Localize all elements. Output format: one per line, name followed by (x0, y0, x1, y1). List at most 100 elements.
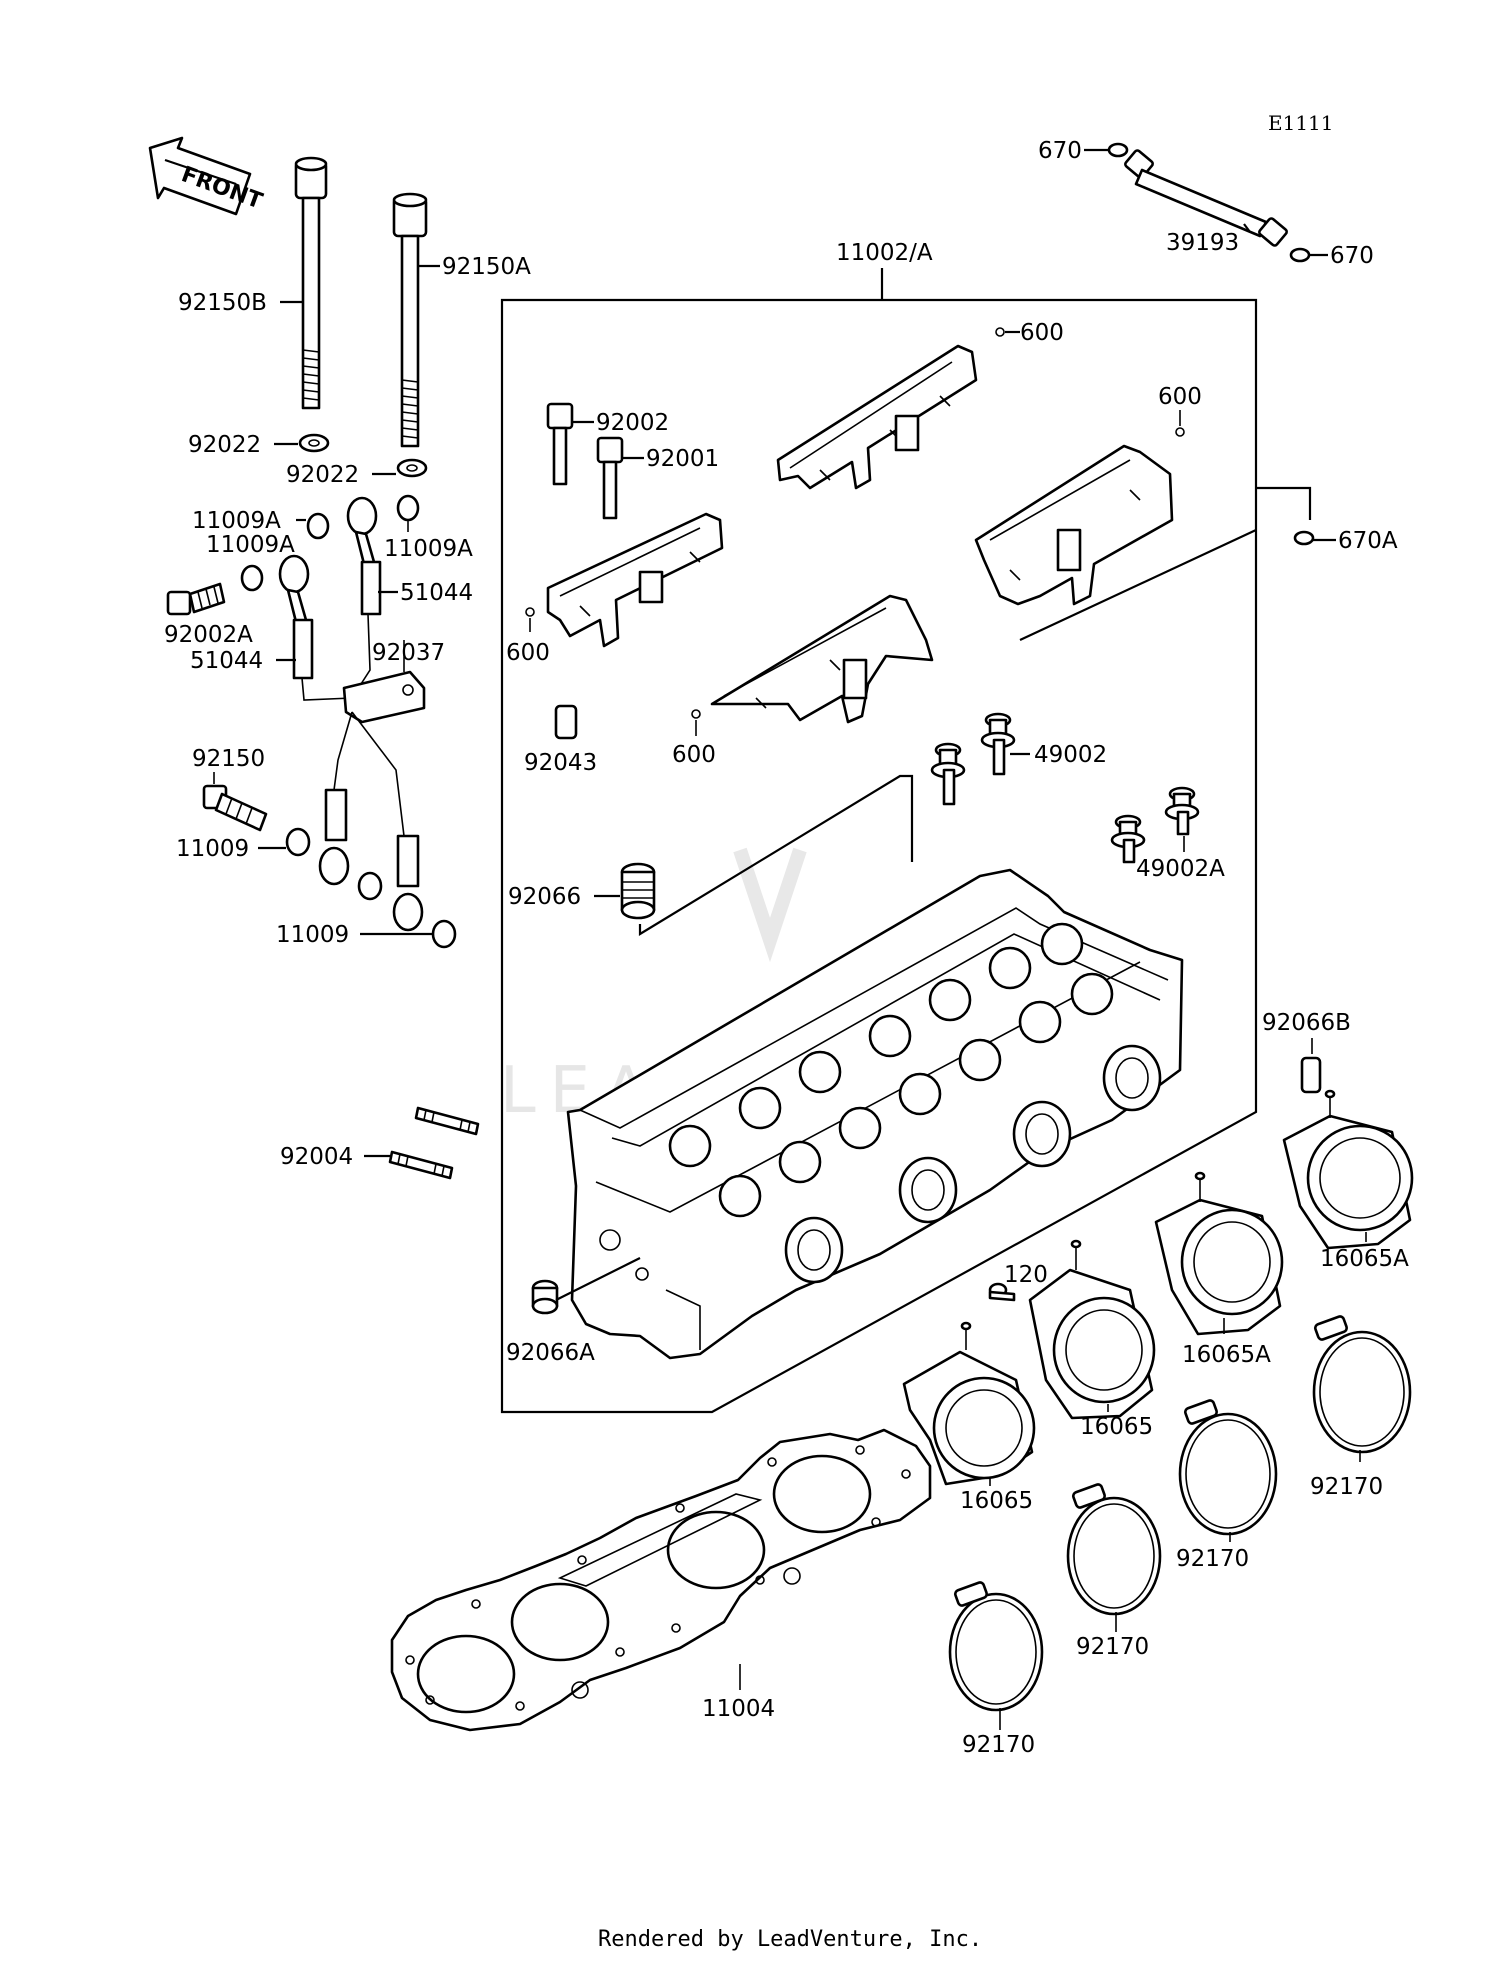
label-92150: 92150 (192, 746, 265, 772)
plug-92066B (1300, 1056, 1322, 1094)
bolt-92002A (166, 582, 226, 616)
dowel-92043 (554, 704, 578, 740)
banjo-fitting-right (392, 834, 424, 932)
label-92150A: 92150A (442, 254, 531, 280)
bolt-92002 (546, 402, 574, 486)
leader-dash-92066 (638, 774, 914, 936)
clamp-92170-c (1178, 1399, 1278, 1536)
label-92170-d: 92170 (1310, 1474, 1383, 1500)
label-51044-a: 51044 (400, 580, 473, 606)
holder-16065A-a (1154, 1171, 1284, 1336)
oil-hose-51044-right (346, 496, 382, 699)
label-92066: 92066 (508, 884, 581, 910)
tappet-49002A-b (1164, 786, 1200, 836)
diagram-code: E1111 (1268, 111, 1334, 135)
plug-92066A (531, 1279, 559, 1315)
label-92170-b: 92170 (1076, 1634, 1149, 1660)
label-49002: 49002 (1034, 742, 1107, 768)
label-11009A-b: 11009A (206, 532, 295, 558)
label-51044-b: 51044 (190, 648, 263, 674)
label-92022-a: 92022 (188, 432, 261, 458)
pin-600-a (995, 327, 1005, 337)
label-92001: 92001 (646, 446, 719, 472)
washer-11009-b (431, 919, 457, 949)
screw-120 (988, 1282, 1016, 1302)
washer-670-right (1289, 247, 1311, 263)
label-11002A: 11002/A (836, 240, 933, 266)
label-92150B: 92150B (178, 290, 267, 316)
leader-39193 (1243, 223, 1251, 233)
pin-600-c (525, 607, 535, 617)
oil-hose-lower (333, 711, 405, 837)
tappet-49002A-a (1110, 814, 1146, 864)
label-16065A-a: 16065A (1182, 1342, 1271, 1368)
label-49002A: 49002A (1136, 856, 1225, 882)
tappet-49002-b (980, 712, 1016, 776)
bolt-92001 (596, 436, 624, 520)
front-arrow-icon: FRONT (148, 136, 266, 216)
label-11009A-a: 11009A (192, 508, 281, 534)
plug-92066 (620, 862, 656, 920)
camshaft-holder-3 (710, 594, 934, 724)
camshaft-holder-4 (974, 444, 1174, 606)
label-16065-b: 16065 (1080, 1414, 1153, 1440)
pin-600-d (691, 709, 701, 719)
stud-92004-b (388, 1150, 454, 1180)
washer-92022-a (298, 433, 330, 453)
camshaft-holder-2 (776, 344, 978, 490)
label-670-right: 670 (1330, 243, 1374, 269)
label-11004: 11004 (702, 1696, 775, 1722)
cylinder-head-11002A (566, 868, 1184, 1360)
label-120: 120 (1004, 1262, 1048, 1288)
banjo-fitting-left (318, 788, 350, 886)
washer-92022-a-hole (308, 439, 320, 447)
label-92170-a: 92170 (962, 1732, 1035, 1758)
label-92043: 92043 (524, 750, 597, 776)
dowel-670A (1293, 530, 1315, 546)
leader-dash-92066A (555, 1257, 641, 1301)
oil-hose-51044-left (278, 554, 353, 701)
head-gasket-11004 (390, 1428, 932, 1732)
camshaft-holder-1 (546, 512, 724, 648)
washer-11009-a (285, 827, 311, 857)
footer-credit: Rendered by LeadVenture, Inc. (598, 1927, 982, 1952)
leader-dash-670A (1019, 486, 1312, 641)
label-11009A-c: 11009A (384, 536, 473, 562)
washer-11009A-b (240, 564, 264, 592)
label-92170-c: 92170 (1176, 1546, 1249, 1572)
label-16065-a: 16065 (960, 1488, 1033, 1514)
holder-16065-b (1028, 1239, 1156, 1420)
label-600-b: 600 (1158, 384, 1202, 410)
clamp-92170-b (1066, 1483, 1162, 1616)
pin-600-b (1175, 427, 1185, 437)
label-39193: 39193 (1166, 230, 1239, 256)
label-11009-b: 11009 (276, 922, 349, 948)
label-92037: 92037 (372, 640, 445, 666)
bolt-92150 (202, 784, 268, 832)
label-11009-a: 11009 (176, 836, 249, 862)
washer-92022-b (396, 458, 428, 478)
tappet-49002-a (930, 742, 966, 806)
label-92066A: 92066A (506, 1340, 595, 1366)
clamp-92037 (342, 670, 426, 724)
washer-11009A-c (396, 494, 420, 522)
label-92002: 92002 (596, 410, 669, 436)
cylinder-head-assembly-frame (500, 298, 1258, 1414)
holder-16065-a (902, 1321, 1036, 1486)
stud-92004-a (414, 1106, 480, 1136)
clamp-92170-a (948, 1581, 1044, 1712)
holder-16065A-b (1282, 1089, 1414, 1250)
washer-92022-b-hole (406, 464, 418, 472)
label-92022-b: 92022 (286, 462, 359, 488)
label-16065A-b: 16065A (1320, 1246, 1409, 1272)
label-670-top: 670 (1038, 138, 1082, 164)
label-600-d: 600 (672, 742, 716, 768)
washer-11009A-a (306, 512, 330, 540)
washer-670-top (1107, 142, 1129, 158)
label-670A: 670A (1338, 528, 1398, 554)
oil-pipe-39193 (1124, 149, 1288, 247)
label-600-a: 600 (1020, 320, 1064, 346)
label-92066B: 92066B (1262, 1010, 1351, 1036)
label-92004: 92004 (280, 1144, 353, 1170)
